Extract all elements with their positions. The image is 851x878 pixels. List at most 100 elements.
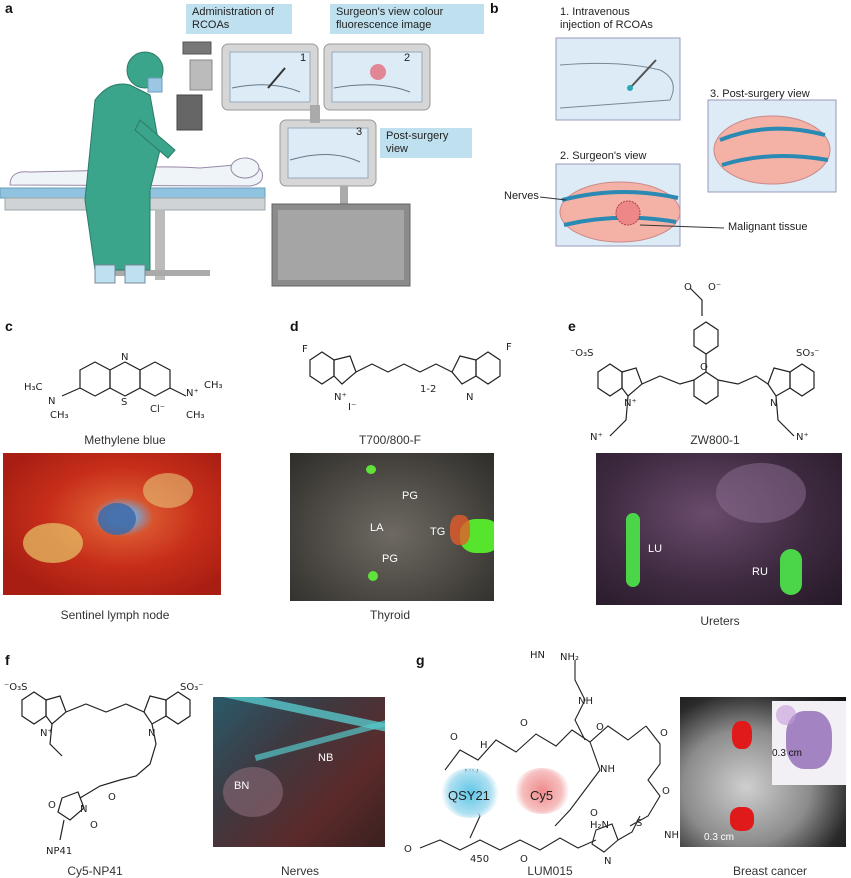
fluorescence-spot — [370, 64, 386, 80]
svg-text:1-2: 1-2 — [420, 384, 436, 395]
svg-text:CH₃: CH₃ — [186, 410, 205, 421]
svg-text:HN: HN — [530, 650, 545, 661]
label-pg-bottom: PG — [382, 553, 398, 565]
svg-text:N⁺: N⁺ — [40, 728, 53, 739]
svg-text:O: O — [404, 844, 412, 855]
panel-letter-f: f — [5, 652, 10, 668]
svg-text:H₃C: H₃C — [24, 382, 43, 393]
svg-text:450: 450 — [470, 854, 489, 865]
svg-text:O: O — [520, 854, 528, 865]
svg-text:⁻O₃S: ⁻O₃S — [4, 682, 28, 693]
svg-text:CH₃: CH₃ — [204, 380, 223, 391]
svg-text:S: S — [121, 397, 127, 408]
patient-head — [230, 157, 260, 179]
label-nb: NB — [318, 752, 334, 764]
thyroid-photo — [290, 453, 494, 601]
panel-letter-g: g — [416, 652, 425, 668]
caption-breast-cancer: Breast cancer — [732, 864, 808, 878]
caption-thyroid: Thyroid — [369, 608, 410, 622]
svg-text:O: O — [700, 362, 708, 373]
nerves-photo — [213, 697, 385, 847]
callout-administration: Administration of RCOAs — [186, 4, 292, 34]
label-ru: RU — [752, 566, 768, 578]
svg-text:N⁺: N⁺ — [186, 388, 199, 399]
svg-text:O: O — [660, 728, 668, 739]
scale-label-specimen: 0.3 cm — [704, 832, 735, 843]
svg-text:I⁻: I⁻ — [348, 402, 356, 413]
monitor-3-number: 3 — [356, 126, 363, 138]
camera-head — [182, 41, 212, 55]
label-tg: TG — [430, 526, 446, 538]
panel-letter-c: c — [5, 318, 13, 334]
svg-text:O: O — [90, 820, 98, 831]
compound-name-methylene-blue: Methylene blue — [84, 433, 166, 447]
svg-text:N: N — [770, 398, 777, 409]
compound-name-zw800: ZW800-1 — [690, 433, 740, 447]
nerves-label: Nerves — [504, 190, 539, 202]
cy5-glow — [514, 768, 570, 814]
svg-text:N: N — [80, 804, 87, 815]
step-2-label: 2. Surgeon's view — [560, 150, 647, 162]
malignant-tissue-label: Malignant tissue — [728, 221, 808, 233]
svg-text:N⁺: N⁺ — [624, 398, 637, 409]
panel-letter-b: b — [490, 0, 499, 16]
svg-text:NP41: NP41 — [46, 846, 72, 857]
panel-letter-e: e — [568, 318, 576, 334]
step-3-label: 3. Post-surgery view — [710, 88, 810, 100]
svg-text:N: N — [121, 352, 128, 363]
label-pg-top: PG — [402, 490, 418, 502]
compound-name-cy5-np41: Cy5-NP41 — [67, 864, 123, 878]
svg-text:SO₃⁻: SO₃⁻ — [180, 682, 204, 693]
scale-label-inset: 0.3 cm — [772, 748, 803, 759]
svg-text:O: O — [520, 718, 528, 729]
label-qsy21: QSY21 — [448, 788, 490, 803]
label-cy5: Cy5 — [530, 788, 554, 803]
label-bn: BN — [234, 780, 250, 792]
svg-text:NH₂: NH₂ — [560, 652, 579, 663]
caption-sentinel-lymph-node: Sentinel lymph node — [60, 608, 170, 622]
panel-letter-a: a — [5, 0, 13, 16]
svg-text:⁻O₃S: ⁻O₃S — [570, 348, 594, 359]
svg-text:O: O — [596, 722, 604, 733]
malignant-tissue-mark — [615, 200, 641, 226]
monitor-2-number: 2 — [404, 52, 411, 64]
svg-text:N: N — [466, 392, 473, 403]
svg-text:S: S — [636, 818, 642, 829]
callout-surgeon-view: Surgeon's view colour fluorescence image — [330, 4, 484, 34]
callout-post-surgery: Post-surgery view — [380, 128, 472, 158]
compound-name-t700: T700/800-F — [358, 433, 422, 447]
svg-text:N⁺: N⁺ — [796, 432, 809, 443]
svg-text:H₂N: H₂N — [590, 820, 609, 831]
svg-text:NH: NH — [600, 764, 615, 775]
caption-nerves: Nerves — [280, 864, 319, 878]
svg-text:N: N — [604, 856, 611, 867]
sentinel-lymph-node-photo — [3, 453, 221, 595]
svg-text:N: N — [48, 396, 55, 407]
svg-text:Cl⁻: Cl⁻ — [150, 404, 165, 415]
svg-text:N⁺: N⁺ — [334, 392, 347, 403]
svg-text:N⁺: N⁺ — [590, 432, 603, 443]
svg-text:NH: NH — [578, 696, 593, 707]
svg-text:F: F — [302, 344, 308, 355]
label-lu: LU — [648, 543, 663, 555]
svg-text:N: N — [148, 728, 155, 739]
ureters-photo — [596, 453, 842, 605]
svg-text:O: O — [48, 800, 56, 811]
svg-text:O⁻: O⁻ — [708, 282, 721, 293]
breast-cancer-photo — [680, 697, 846, 847]
svg-text:SO₃⁻: SO₃⁻ — [796, 348, 820, 359]
svg-text:CH₃: CH₃ — [50, 410, 69, 421]
label-la: LA — [370, 522, 384, 534]
svg-text:H: H — [480, 740, 488, 751]
step-1-label: 1. Intravenous injection of RCOAs — [560, 6, 653, 31]
svg-text:O: O — [450, 732, 458, 743]
surgeon-mask — [147, 77, 163, 93]
qsy21-glow — [441, 768, 499, 818]
compound-name-lum015: LUM015 — [527, 864, 573, 878]
